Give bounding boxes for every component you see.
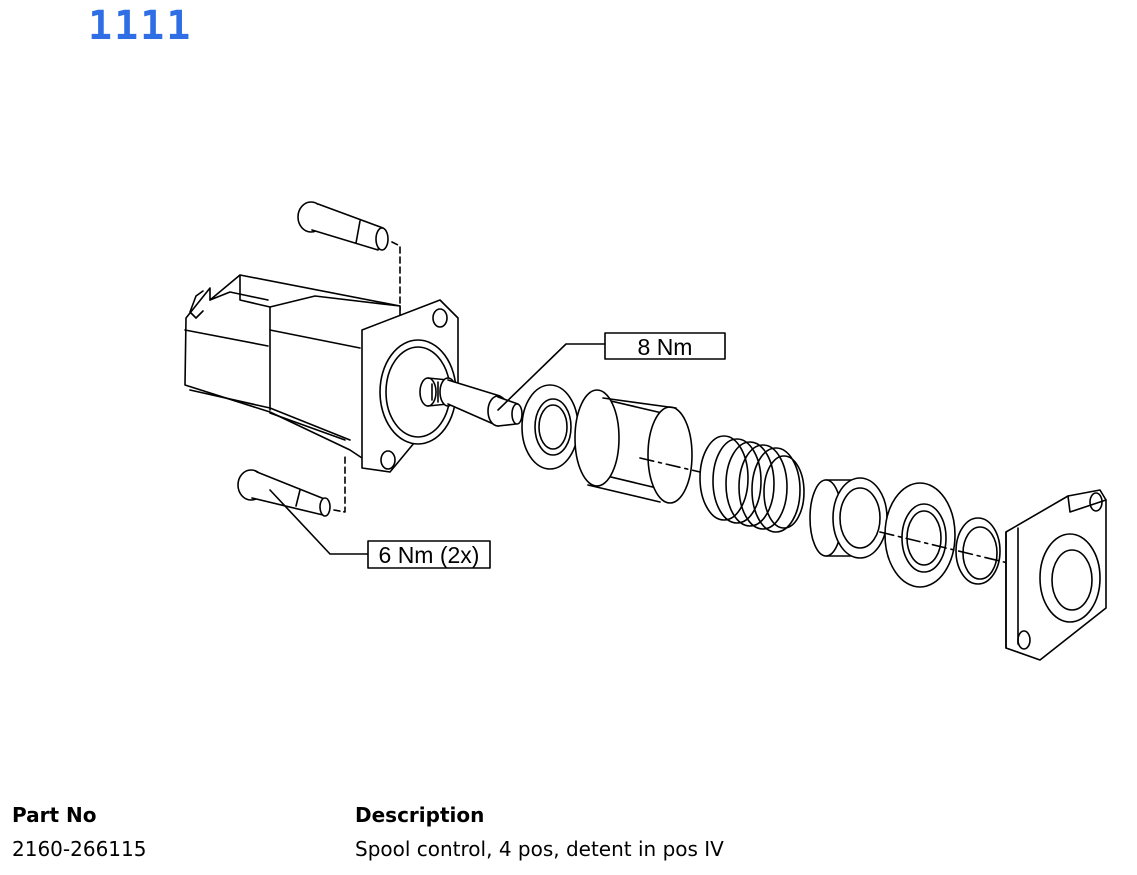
part-description: Spool control, 4 pos, detent in pos IV [355, 837, 724, 861]
part-no-header: Part No [12, 803, 97, 827]
large-washer [884, 482, 956, 588]
spool-torque-label: 8 Nm [638, 334, 693, 360]
bottom-screw-axis [333, 455, 346, 513]
centre-axis-1 [639, 457, 701, 473]
top-screw-axis [391, 241, 401, 311]
part-number: 2160-266115 [12, 837, 147, 861]
sleeve [574, 389, 693, 504]
screw-torque-leader [269, 489, 369, 555]
screw-torque-label: 6 Nm (2x) [379, 542, 480, 568]
washer [521, 384, 579, 470]
collar [809, 477, 888, 559]
bottom-screw [237, 469, 331, 517]
spool-shaft [419, 377, 523, 427]
spool-torque-leader [497, 343, 606, 411]
spool-control-housing [184, 274, 459, 473]
figure-number: 1111 [88, 3, 193, 49]
o-ring [955, 517, 1001, 585]
end-cap [1005, 489, 1107, 661]
spool-torque-box [604, 332, 726, 360]
screw-torque-box [367, 540, 491, 569]
top-screw [297, 201, 389, 251]
description-header: Description [355, 803, 485, 827]
spring [699, 435, 805, 533]
